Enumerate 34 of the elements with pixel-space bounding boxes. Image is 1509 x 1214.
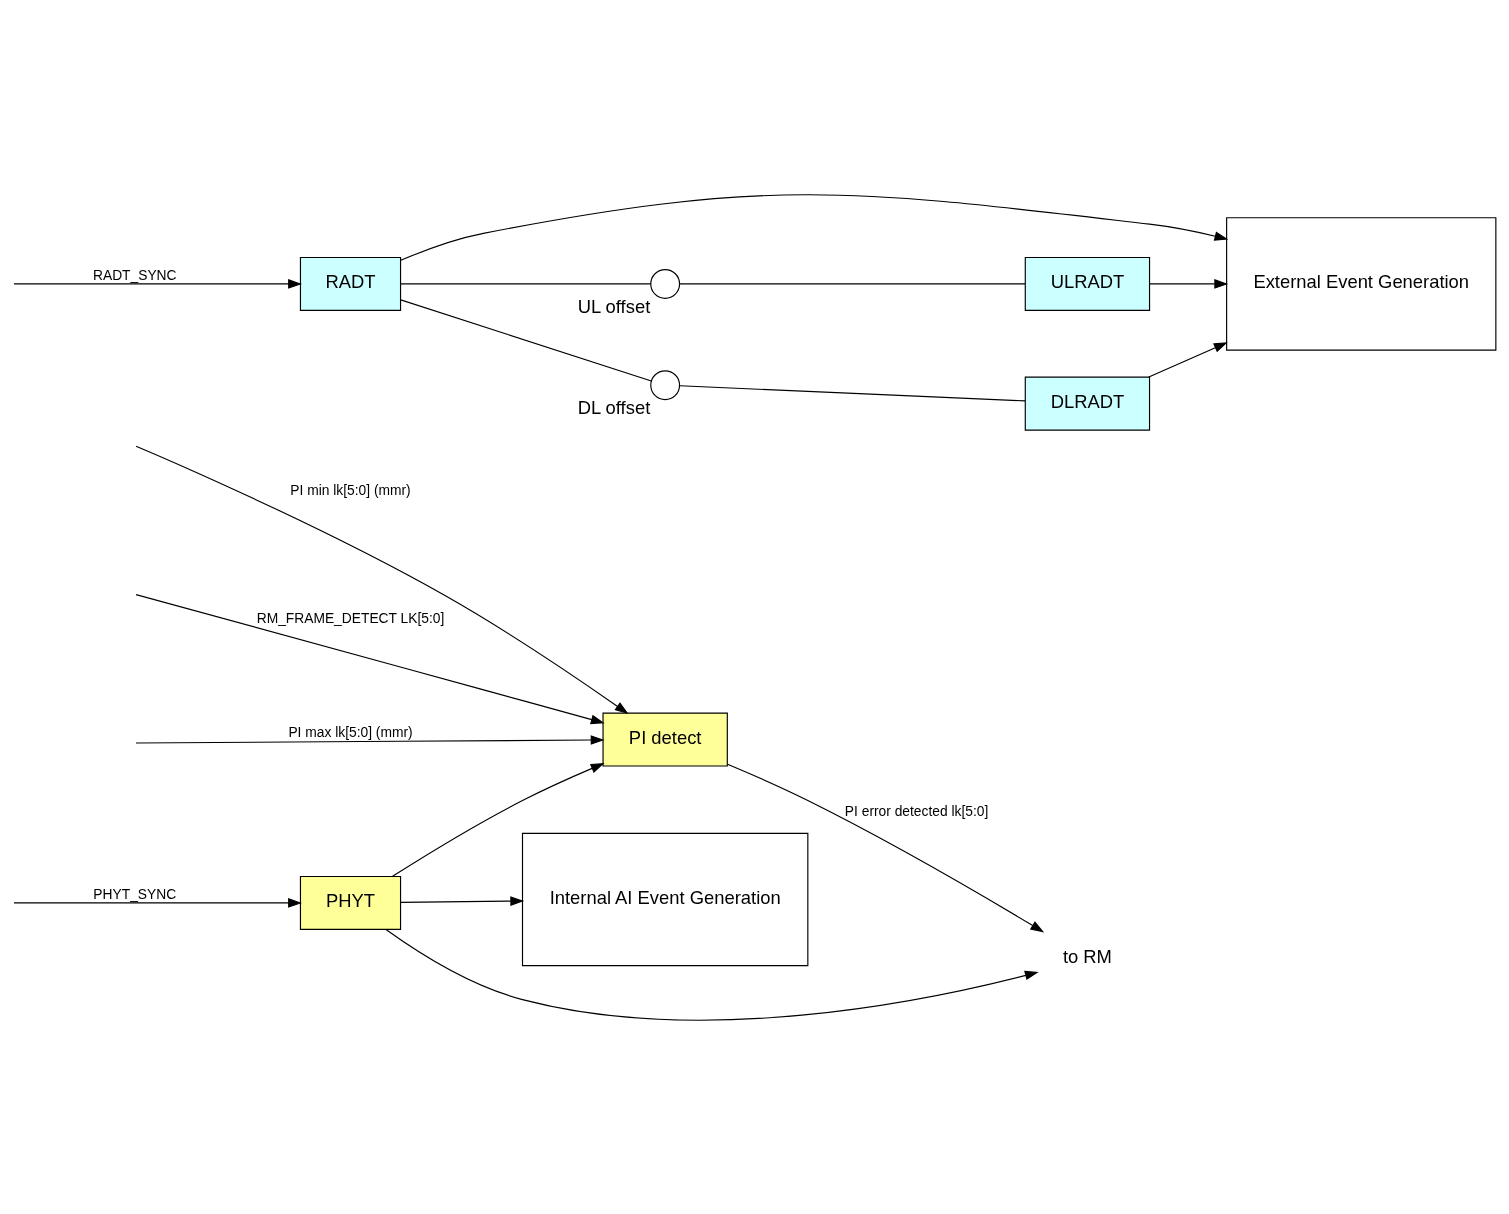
connector — [400, 298, 652, 382]
arrow — [13, 897, 302, 908]
edge-label: PI error detected lk[5:0] — [844, 803, 989, 819]
node-box: External Event Generation — [1226, 216, 1497, 351]
node-box: PHYT — [299, 875, 402, 930]
node-circle — [650, 268, 681, 299]
arrow — [135, 734, 605, 745]
node-box: DLRADT — [1024, 376, 1151, 431]
node-box: ULRADT — [1024, 256, 1151, 311]
arrow — [400, 895, 525, 906]
arrow — [385, 928, 1039, 1021]
edge-label: RADT_SYNC — [92, 267, 177, 283]
connector — [400, 282, 652, 284]
arrow — [135, 445, 629, 714]
edge-label: PI min lk[5:0] (mmr) — [290, 482, 411, 498]
arrow — [400, 193, 1229, 261]
node-box: PI detect — [602, 712, 728, 767]
node-box: RADT — [299, 256, 402, 311]
arrow — [135, 593, 605, 724]
connector — [679, 282, 1026, 284]
edge-label: RM_FRAME_DETECT LK[5:0] — [256, 610, 445, 626]
edge-label: PHYT_SYNC — [93, 886, 177, 902]
edge-label: PI max lk[5:0] (mmr) — [288, 724, 413, 740]
node-text: to RM — [1062, 945, 1112, 967]
node-label: DL offset — [577, 396, 651, 418]
arrow — [391, 762, 605, 877]
arrow — [1149, 278, 1229, 289]
arrow — [13, 278, 302, 289]
node-label: UL offset — [577, 295, 651, 317]
node-box: Internal AI Event Generation — [521, 832, 809, 966]
arrow — [727, 763, 1045, 932]
arrow — [1148, 341, 1228, 378]
node-circle — [650, 369, 681, 400]
connector — [679, 384, 1026, 401]
